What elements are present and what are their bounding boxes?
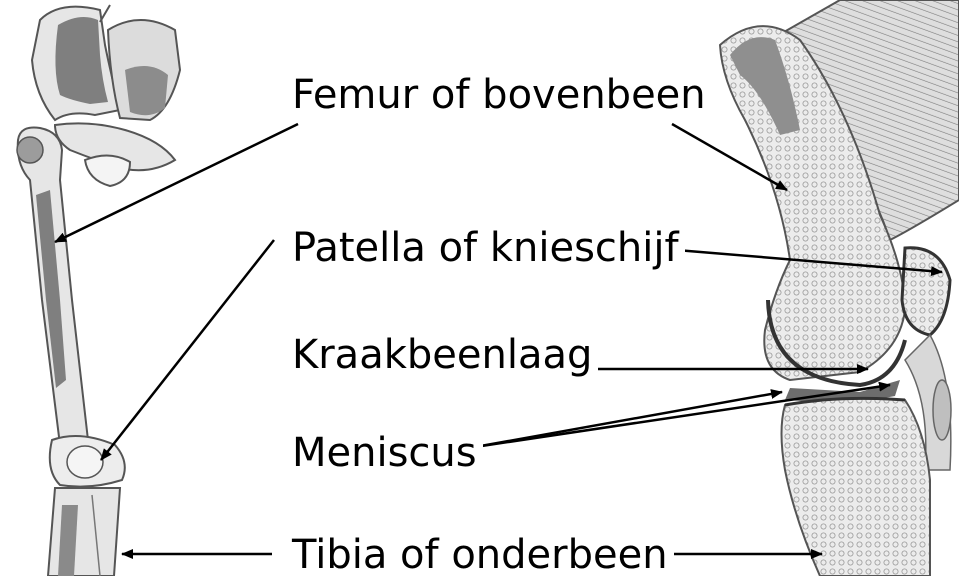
knee-cross-section xyxy=(720,0,959,576)
patella-arrow-left xyxy=(101,240,274,460)
label-cartilage: Kraakbeenlaag xyxy=(286,335,598,375)
label-patella: Patella of knieschijf xyxy=(286,228,685,268)
tibia-bone-right xyxy=(782,398,931,576)
left-leg-skeleton xyxy=(17,5,180,576)
meniscus-arrow-1 xyxy=(475,392,782,447)
label-tibia: Tibia of onderbeen xyxy=(286,535,674,575)
tibia-bone-left xyxy=(48,488,120,576)
femur-bone-left xyxy=(17,128,88,446)
label-femur: Femur of bovenbeen xyxy=(286,75,712,115)
label-meniscus: Meniscus xyxy=(286,433,483,473)
patella-bone xyxy=(902,248,950,335)
